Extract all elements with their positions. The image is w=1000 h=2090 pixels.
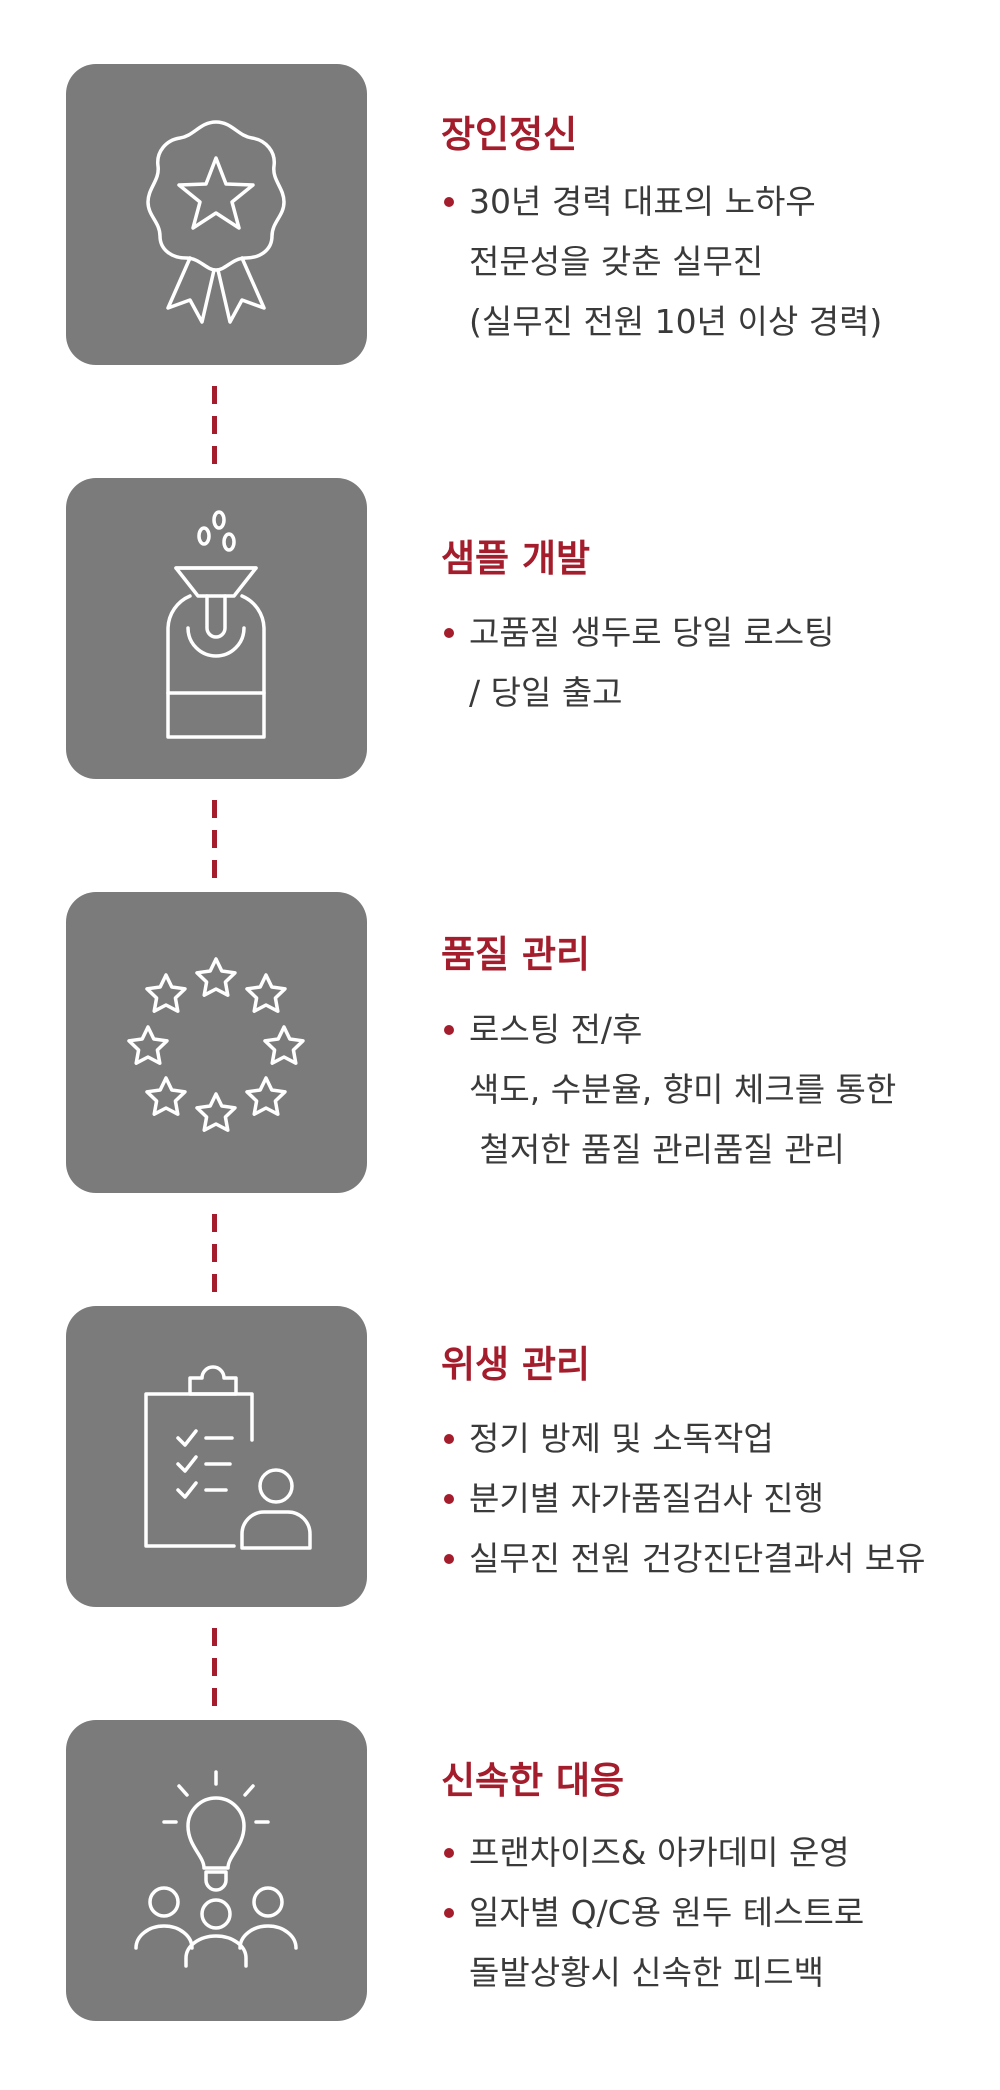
bullet-item: 실무진 전원 건강진단결과서 보유: [441, 1529, 926, 1589]
section-bullets: 30년 경력 대표의 노하우 전문성을 갖춘 실무진 (실무진 전원 10년 이…: [441, 172, 882, 352]
star-circle-icon: [127, 957, 305, 1132]
section-bullets: 프랜차이즈& 아카데미 운영 일자별 Q/C용 원두 테스트로 돌발상황시 신속…: [441, 1823, 864, 2003]
section-title: 샘플 개발: [441, 537, 591, 580]
icon-box-quality-control: [66, 892, 367, 1193]
section-title: 신속한 대응: [441, 1759, 625, 1802]
bullet-continuation: / 당일 출고: [469, 673, 623, 712]
bullet-item: 정기 방제 및 소독작업: [441, 1409, 926, 1469]
coffee-roaster-icon: [166, 510, 266, 739]
dashed-connector: [212, 1628, 217, 1706]
dashed-connector: [212, 1214, 217, 1292]
bullet-continuation: 철저한 품질 관리품질 관리: [469, 1130, 845, 1169]
bullet-item: 일자별 Q/C용 원두 테스트로: [441, 1883, 864, 1943]
clipboard-checklist-person-icon: [144, 1365, 312, 1550]
dashed-connector: [212, 386, 217, 464]
section-bullets: 고품질 생두로 당일 로스팅 / 당일 출고: [441, 603, 834, 723]
dashed-connector: [212, 800, 217, 878]
bullet-item: 로스팅 전/후: [441, 1000, 896, 1060]
bullet-continuation: 색도, 수분율, 향미 체크를 통한: [469, 1070, 897, 1109]
bullet-continuation: (실무진 전원 10년 이상 경력): [469, 302, 883, 341]
lightbulb-team-icon: [134, 1770, 298, 1968]
bullet-item: 고품질 생두로 당일 로스팅: [441, 603, 834, 663]
section-title: 품질 관리: [441, 933, 591, 976]
icon-box-quick-response: [66, 1720, 367, 2021]
bullet-continuation: 전문성을 갖춘 실무진: [469, 242, 764, 281]
bullet-continuation: 돌발상황시 신속한 피드백: [469, 1953, 824, 1992]
bullet-item: 30년 경력 대표의 노하우: [441, 172, 882, 232]
bullet-item: 분기별 자가품질검사 진행: [441, 1469, 926, 1529]
icon-box-hygiene: [66, 1306, 367, 1607]
award-ribbon-star-icon: [146, 120, 286, 324]
icon-box-craftsmanship: [66, 64, 367, 365]
icon-box-sample-development: [66, 478, 367, 779]
section-title: 장인정신: [441, 113, 578, 156]
section-bullets: 정기 방제 및 소독작업 분기별 자가품질검사 진행 실무진 전원 건강진단결과…: [441, 1409, 926, 1589]
section-bullets: 로스팅 전/후 색도, 수분율, 향미 체크를 통한 철저한 품질 관리품질 관…: [441, 1000, 896, 1180]
section-title: 위생 관리: [441, 1343, 591, 1386]
bullet-item: 프랜차이즈& 아카데미 운영: [441, 1823, 864, 1883]
